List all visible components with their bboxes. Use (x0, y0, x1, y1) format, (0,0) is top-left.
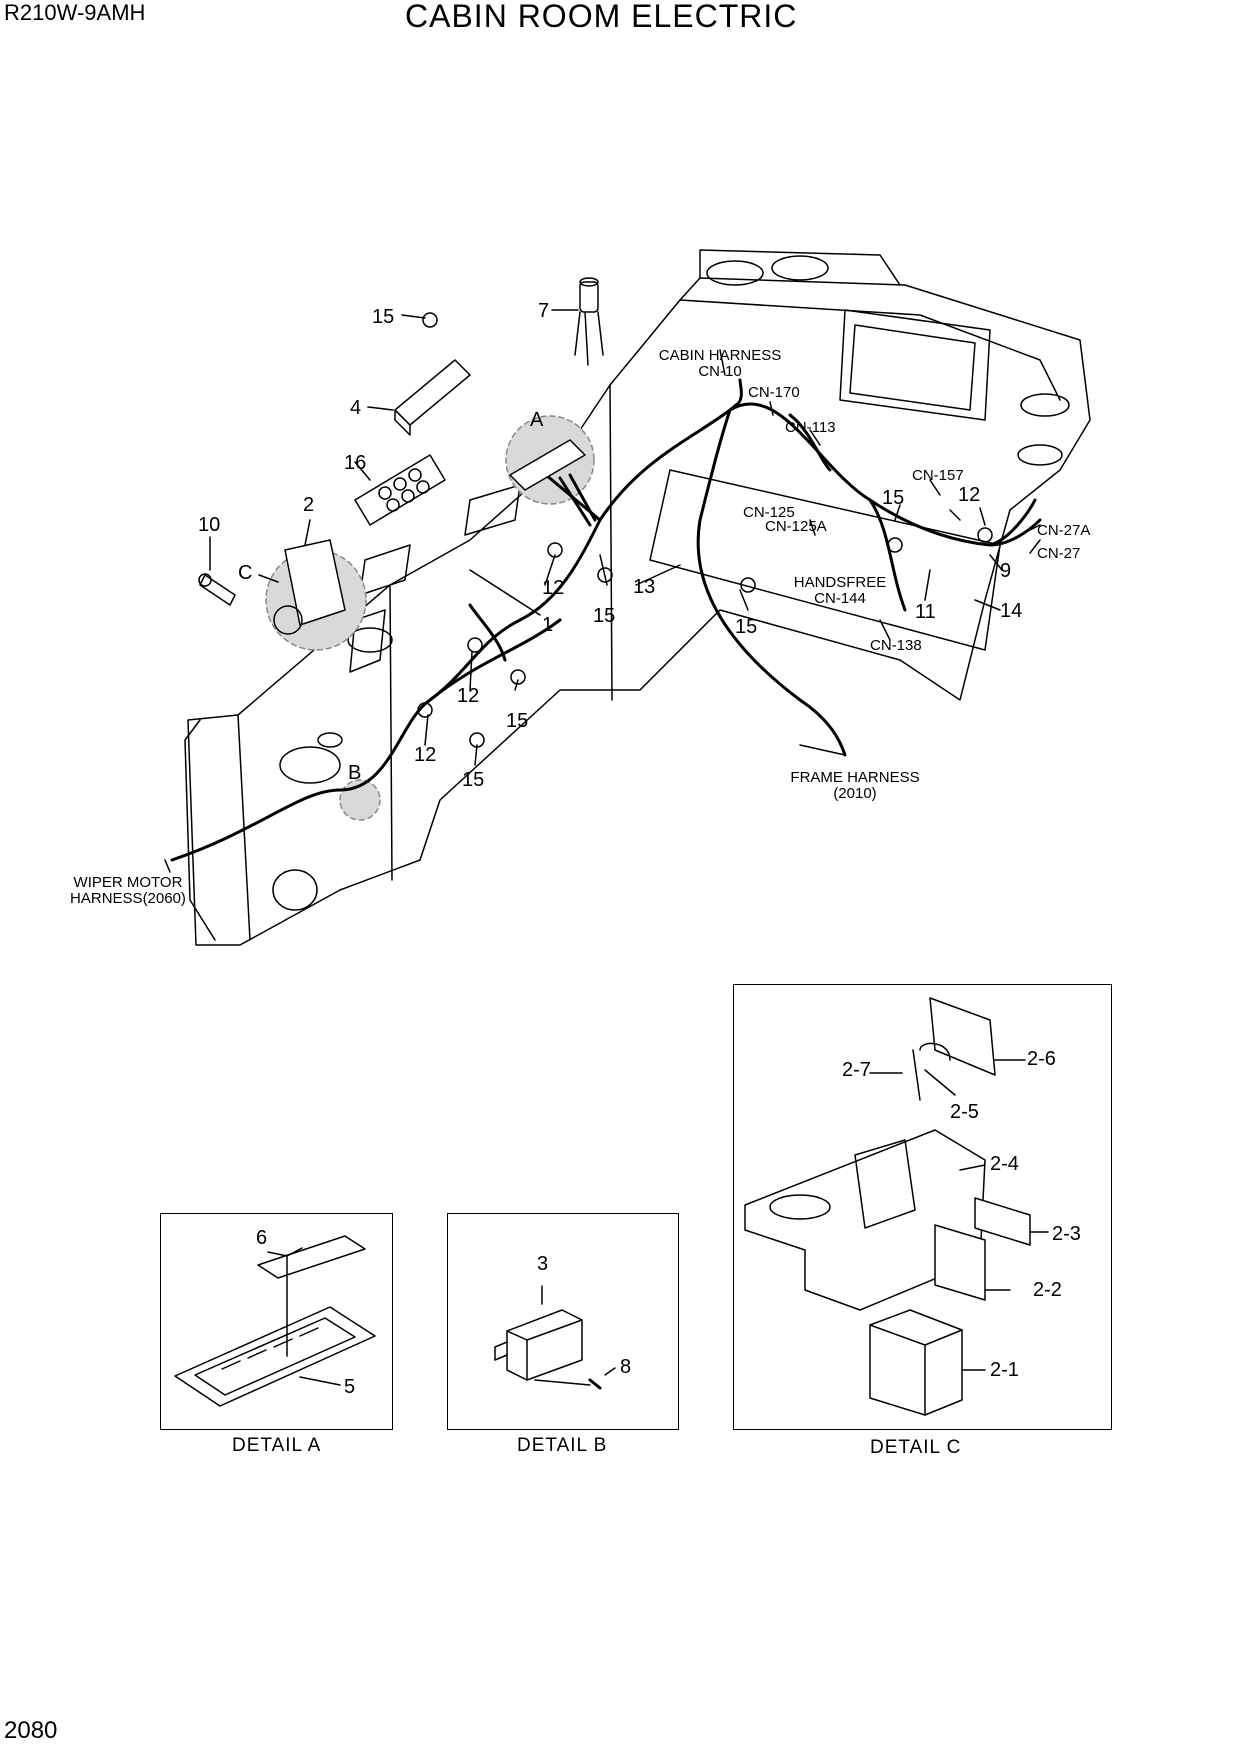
callout-2: 2 (303, 494, 315, 516)
page-title: CABIN ROOM ELECTRIC (405, 0, 798, 34)
callout-4: 4 (350, 397, 362, 419)
wiper-harness-ref: HARNESS(2060) (70, 889, 186, 907)
part-16-switch-panel (354, 454, 446, 526)
detail-a-drawing (174, 1235, 376, 1407)
detail-b-drawing (494, 1285, 616, 1390)
detail-c-drawing (744, 997, 1049, 1416)
part-7-key-switch (574, 277, 604, 366)
callout-14: 14 (1000, 600, 1023, 622)
detail-c-box (733, 984, 1112, 1430)
callout-15: 15 (882, 487, 905, 509)
callout-12: 12 (414, 744, 437, 766)
wiper-motor-title: WIPER MOTOR (73, 874, 183, 891)
cabin-floor-outline (184, 249, 1091, 946)
connector-cn125a: CN-125A (765, 518, 827, 535)
detail-a-callout-6: 6 (256, 1227, 268, 1249)
callout-15: 15 (735, 616, 758, 638)
detail-c-callout-2-1: 2-1 (990, 1359, 1019, 1381)
callout-9: 9 (1000, 560, 1012, 582)
detail-b-box (447, 1213, 679, 1430)
detail-b-caption: DETAIL B (517, 1435, 608, 1456)
detail-c-callout-2-2: 2-2 (1033, 1279, 1062, 1301)
part-5-switch-frame (509, 439, 586, 491)
part-2-console-box (273, 539, 346, 635)
bolts-15 (422, 312, 903, 748)
cabin-harness-title: CABIN HARNESS (658, 347, 782, 364)
connector-cn27: CN-27 (1037, 545, 1081, 562)
connector-cn170: CN-170 (748, 384, 800, 401)
callout-detail-a: A (530, 409, 544, 431)
page-number: 2080 (4, 1717, 58, 1744)
detail-c-callout-2-4: 2-4 (990, 1153, 1019, 1175)
callout-detail-c: C (238, 562, 253, 584)
callout-10: 10 (198, 514, 221, 536)
wiper-motor-harness-label: WIPER MOTOR HARNESS(2060) (58, 875, 198, 907)
connector-cn10: CN-10 (698, 362, 742, 380)
callout-15: 15 (462, 769, 485, 791)
detail-b-callout-8: 8 (620, 1356, 632, 1378)
handsfree-label: HANDSFREE CN-144 (775, 575, 905, 607)
detail-c-caption: DETAIL C (870, 1437, 962, 1458)
detail-a-box (160, 1213, 393, 1430)
frame-harness-ref: (2010) (833, 784, 877, 802)
callout-11: 11 (915, 601, 936, 623)
frame-harness-label: FRAME HARNESS (2010) (780, 770, 930, 802)
callout-12: 12 (457, 685, 480, 707)
callout-15: 15 (372, 306, 395, 328)
connector-cn113: CN-113 (785, 419, 836, 436)
connector-cn27a: CN-27A (1037, 522, 1091, 539)
connector-cn144: CN-144 (814, 589, 866, 607)
callout-13: 13 (633, 576, 656, 598)
cabin-harness-wiring (170, 378, 1042, 862)
detail-c-callout-2-7: 2-7 (842, 1059, 871, 1081)
leader-lines (164, 309, 1041, 873)
handsfree-title: HANDSFREE (793, 574, 887, 591)
callout-12: 12 (958, 484, 981, 506)
cabin-harness-label: CABIN HARNESS CN-10 (650, 348, 790, 380)
detail-c-callout-2-3: 2-3 (1052, 1223, 1081, 1245)
callout-16: 16 (344, 452, 367, 474)
detail-b-callout-3: 3 (537, 1253, 549, 1275)
connector-cn125: CN-125 (743, 504, 795, 521)
callout-7: 7 (538, 300, 550, 322)
detail-c-callout-2-5: 2-5 (950, 1101, 979, 1123)
detail-a-callout-5: 5 (344, 1376, 356, 1398)
connector-cn138: CN-138 (870, 637, 922, 654)
clamps-12 (417, 527, 993, 718)
callout-detail-b: B (348, 762, 362, 784)
callout-15: 15 (506, 710, 529, 732)
model-number: R210W-9AMH (4, 0, 146, 25)
callout-1: 1 (542, 614, 554, 636)
part-10-cigar-lighter (198, 573, 236, 606)
callout-12: 12 (542, 577, 565, 599)
part-4-switch-panel (394, 359, 471, 436)
frame-harness-title: FRAME HARNESS (790, 769, 920, 786)
connector-cn157: CN-157 (912, 467, 964, 484)
callout-15: 15 (593, 605, 616, 627)
detail-c-callout-2-6: 2-6 (1027, 1048, 1056, 1070)
detail-a-caption: DETAIL A (232, 1435, 322, 1456)
